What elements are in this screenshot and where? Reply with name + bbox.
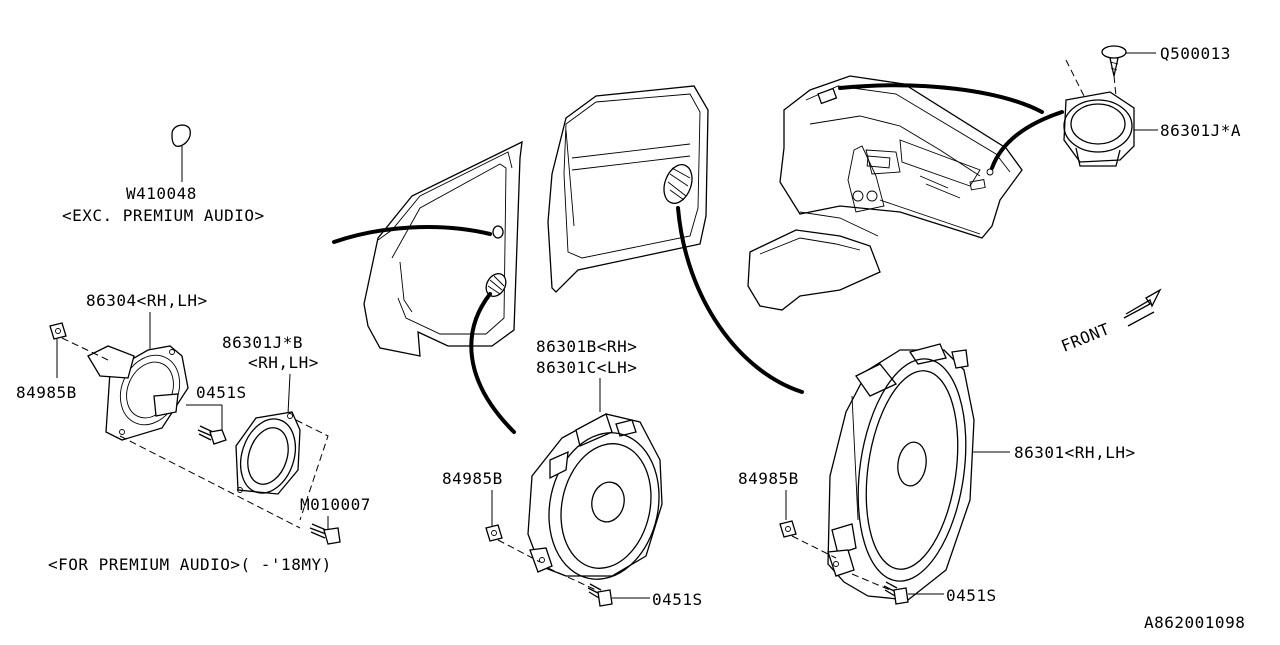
screw-0451s-left	[197, 425, 227, 445]
label-84985b-mid: 84985B	[442, 469, 503, 488]
screw-q500013	[1101, 45, 1127, 77]
clip-84985b-mid	[485, 524, 503, 542]
label-for-premium-audio: <FOR PREMIUM AUDIO>( -'18MY)	[48, 555, 332, 574]
label-86304: 86304<RH,LH>	[86, 291, 208, 310]
label-q500013: Q500013	[1160, 44, 1231, 63]
bracket-86304	[87, 345, 189, 441]
label-86301c: 86301C<LH>	[536, 358, 637, 377]
diagram-code: A862001098	[1144, 613, 1245, 632]
label-w410048: W410048	[126, 184, 197, 203]
front-door	[363, 140, 523, 357]
label-exc-premium-audio: <EXC. PREMIUM AUDIO>	[62, 206, 265, 225]
label-0451s-right: 0451S	[946, 586, 997, 605]
label-84985b-right: 84985B	[738, 469, 799, 488]
clip-84985b-right	[779, 520, 797, 538]
label-m010007: M010007	[300, 495, 371, 514]
clip-84985b-left	[49, 322, 67, 340]
label-front: FRONT	[1058, 319, 1112, 356]
rear-door	[547, 85, 709, 293]
label-86301ja: 86301J*A	[1160, 121, 1241, 140]
cap-w410048	[171, 124, 191, 182]
tweeter-86301jb	[235, 411, 301, 495]
label-86301jb: 86301J*B	[222, 333, 303, 352]
label-0451s-left: 0451S	[196, 383, 247, 402]
label-86301: 86301<RH,LH>	[1014, 443, 1136, 462]
screw-m010007	[309, 523, 341, 545]
screw-0451s-mid	[587, 583, 613, 607]
speaker-86301b-c	[527, 413, 663, 580]
label-84985b-left: 84985B	[16, 383, 77, 402]
screw-0451s-right	[883, 581, 909, 605]
label-86301b: 86301B<RH>	[536, 337, 637, 356]
front-arrow-icon	[1123, 288, 1162, 327]
label-0451s-mid: 0451S	[652, 590, 703, 609]
label-86301jb-side: <RH,LH>	[248, 353, 319, 372]
speaker-86301	[827, 343, 975, 601]
tweeter-86301ja	[1063, 91, 1135, 167]
dashboard	[747, 75, 1023, 311]
